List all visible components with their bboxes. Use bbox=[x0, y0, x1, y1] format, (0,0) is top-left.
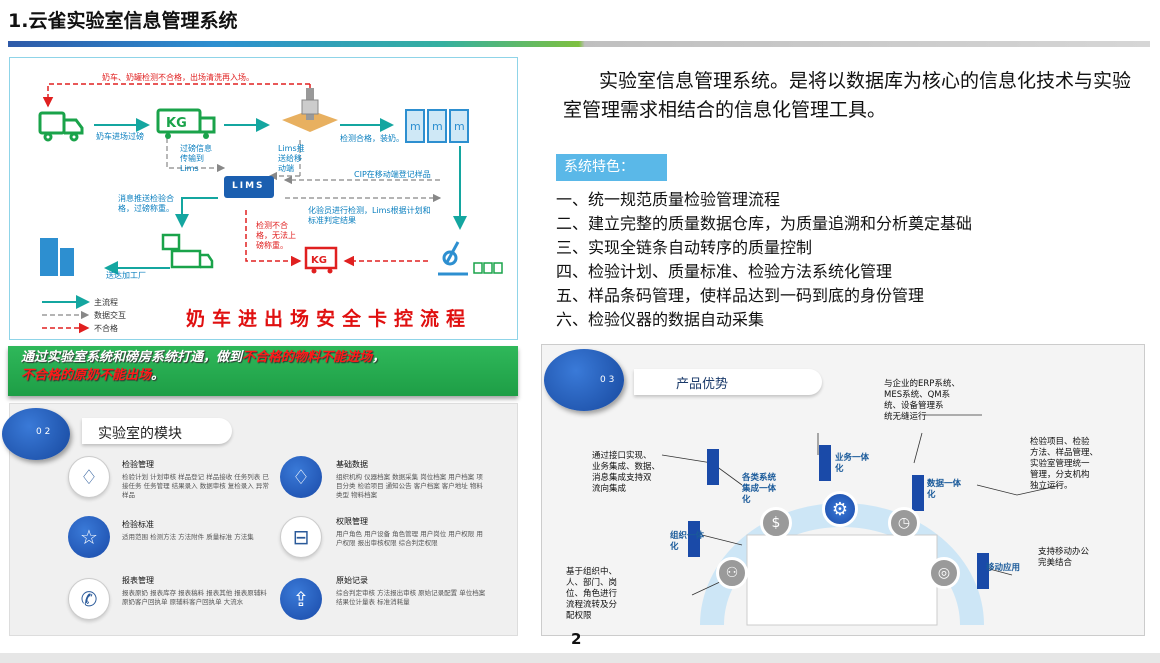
module-name: 基础数据 bbox=[336, 460, 368, 469]
flow-title: 奶车进出场安全卡控流程 bbox=[186, 308, 473, 330]
enter-weigh-label: 奶车进场过磅 bbox=[96, 132, 144, 141]
system-description: 实验室信息管理系统。是将以数据库为核心的信息化技术与实验室管理需求相结合的信息化… bbox=[563, 70, 1132, 121]
target-icon: ◎ bbox=[928, 557, 960, 589]
advantage-title: 产品优势 bbox=[676, 377, 729, 392]
footer-bar bbox=[0, 653, 1160, 663]
top-return-label: 奶车、奶罐检测不合格，出场清洗再入场。 bbox=[102, 73, 254, 82]
svg-text:m: m bbox=[454, 120, 465, 133]
module-sub: 组织机构 仪器档案 数据采集 岗位档案 用户档案 项目分类 检验项目 通知公告 … bbox=[336, 473, 483, 499]
dollar-icon: $ bbox=[760, 507, 792, 539]
diamond-icon: ♢ bbox=[280, 456, 322, 498]
module-name: 报表管理 bbox=[122, 576, 154, 585]
module-name: 权限管理 bbox=[336, 517, 368, 526]
page-title: 1.云雀实验室信息管理系统 bbox=[8, 10, 238, 32]
inspect-text: 检验项目、检验方法、样品管理、实验室管理统一管理，分支机构独立运行。 bbox=[1030, 437, 1099, 491]
tested-ok-label: 检测合格，装奶。 bbox=[340, 134, 404, 143]
lab-machine-icon bbox=[282, 88, 338, 132]
mobile-label: 移动应用 bbox=[986, 563, 1021, 573]
advantage-panel: 0 3 产品优势 ⚙ $ ◷ ⚇ ◎ 与企业的ERP系统、MES系统、QM系统、… bbox=[541, 344, 1145, 636]
star-icon: ☆ bbox=[68, 516, 110, 558]
header-bar bbox=[8, 41, 1150, 47]
svg-text:m: m bbox=[432, 120, 443, 133]
modules-num: 0 2 bbox=[36, 427, 51, 437]
org-int-label: 组织一体化 bbox=[670, 531, 705, 552]
feature-item: 六、检验仪器的数据自动采集 bbox=[556, 310, 765, 329]
sample-bottles-icon bbox=[473, 262, 503, 274]
feature-item: 一、统一规范质量检验管理流程 bbox=[556, 190, 781, 209]
module-name: 检验标准 bbox=[122, 520, 154, 529]
svg-text:m: m bbox=[410, 120, 421, 133]
phone-icon: ✆ bbox=[68, 578, 110, 620]
delivery-truck-icon bbox=[161, 233, 214, 269]
legend-data: 数据交互 bbox=[94, 311, 126, 320]
modules-title-bar bbox=[82, 418, 232, 444]
interface-text: 通过接口实现、业务集成、数据、消息集成支持双流向集成 bbox=[592, 451, 661, 494]
lims-push-label: Lims推送给移动端 bbox=[278, 144, 305, 173]
lab-test-label: 化验员进行检测，Lims根据计划和标准判定结果 bbox=[308, 206, 431, 225]
feature-item: 二、建立完整的质量数据仓库，为质量追溯和分析奠定基础 bbox=[556, 214, 973, 233]
fail-label: 检测不合格，无法上磅称重。 bbox=[256, 221, 296, 250]
upload-icon: ⇪ bbox=[280, 578, 322, 620]
module-name: 原始记录 bbox=[336, 576, 368, 585]
feature-item: 三、实现全链条自动转序的质量控制 bbox=[556, 238, 813, 257]
advantage-badge bbox=[544, 349, 624, 411]
highlight-banner: 通过实验室系统和磅房系统打通，做到不合格的物料不能进场，不合格的原奶不能出场。 bbox=[8, 346, 518, 396]
cip-label: CIP在移动端登记样品 bbox=[354, 170, 431, 179]
data-int-label: 数据一体化 bbox=[927, 479, 962, 500]
flow-diagram: KG m m m KG bbox=[9, 57, 518, 340]
advantage-num: 0 3 bbox=[600, 375, 615, 385]
svg-text:KG: KG bbox=[311, 255, 327, 266]
inbox-icon: ⊟ bbox=[280, 516, 322, 558]
building-icon bbox=[40, 238, 74, 276]
mobile-desc: 支持移动办公完美结合 bbox=[1038, 547, 1090, 568]
milk-icon bbox=[405, 109, 469, 143]
org-desc: 基于组织中、人、部门、岗位、角色进行流程流转及分配权限 bbox=[566, 567, 618, 621]
fail-truck-icon: KG bbox=[304, 246, 338, 274]
clock-icon: ◷ bbox=[888, 507, 920, 539]
modules-panel: 0 2 实验室的模块 ♢ 检验管理 检验计划 计划审核 样品登记 样品接收 任务… bbox=[2, 403, 518, 636]
notify-label: 消息推送检验合格，过磅称重。 bbox=[118, 194, 174, 213]
module-sub: 综合判定审核 方法报出审核 原始记录配置 单位档案 结果位计量表 标准消耗量 bbox=[336, 589, 486, 606]
gear-icon: ⚙ bbox=[822, 491, 858, 527]
module-sub: 检验计划 计划审核 样品登记 样品接收 任务列表 已接任务 任务管理 结果录入 … bbox=[122, 473, 269, 499]
biz-int-label: 业务一体化 bbox=[835, 453, 870, 474]
sys-int-label: 各类系统集成一体化 bbox=[742, 473, 777, 505]
erp-text: 与企业的ERP系统、MES系统、QM系统、设备管理系统无缝运行 bbox=[884, 379, 960, 422]
advantage-title-bar bbox=[634, 369, 822, 395]
truck-icon bbox=[38, 111, 84, 142]
module-name: 检验管理 bbox=[122, 460, 154, 469]
feature-item: 五、样品条码管理，使样品达到一码到底的身份管理 bbox=[556, 286, 925, 305]
feature-item: 四、检验计划、质量标准、检验方法系统化管理 bbox=[556, 262, 893, 281]
module-sub: 适用范围 检测方法 方法附件 质量标准 方法集 bbox=[122, 533, 254, 541]
lims-label: LIMS bbox=[232, 181, 265, 191]
flow-arrows: KG m m m KG bbox=[38, 83, 503, 334]
legend-main: 主流程 bbox=[94, 298, 118, 307]
features-list: 一、统一规范质量检验管理流程 二、建立完整的质量数据仓库，为质量追溯和分析奠定基… bbox=[556, 188, 972, 332]
banner-text: 通过实验室系统和磅房系统打通，做到不合格的物料不能进场，不合格的原奶不能出场。 bbox=[21, 350, 386, 383]
modules-title: 实验室的模块 bbox=[98, 426, 182, 442]
page-number: 2 bbox=[571, 630, 582, 648]
svg-text:KG: KG bbox=[166, 116, 187, 131]
module-sub: 用户角色 用户设备 角色管理 用户岗位 用户权限 用户权限 报出审核权限 综合判… bbox=[336, 530, 483, 547]
diamond-icon: ♢ bbox=[68, 456, 110, 498]
features-tag: 系统特色： bbox=[556, 154, 667, 181]
lims-box bbox=[224, 176, 274, 198]
scale-truck-icon: KG bbox=[156, 108, 216, 139]
microscope-icon bbox=[438, 241, 468, 276]
deliver-label: 送达加工厂 bbox=[106, 271, 146, 280]
org-icon: ⚇ bbox=[716, 557, 748, 589]
modules-badge bbox=[2, 408, 70, 460]
legend-fail: 不合格 bbox=[94, 324, 118, 333]
module-sub: 报表原奶 报表库存 报表稿料 报表其他 报表原辅料 原奶客户回执单 原辅料客户回… bbox=[122, 589, 267, 606]
